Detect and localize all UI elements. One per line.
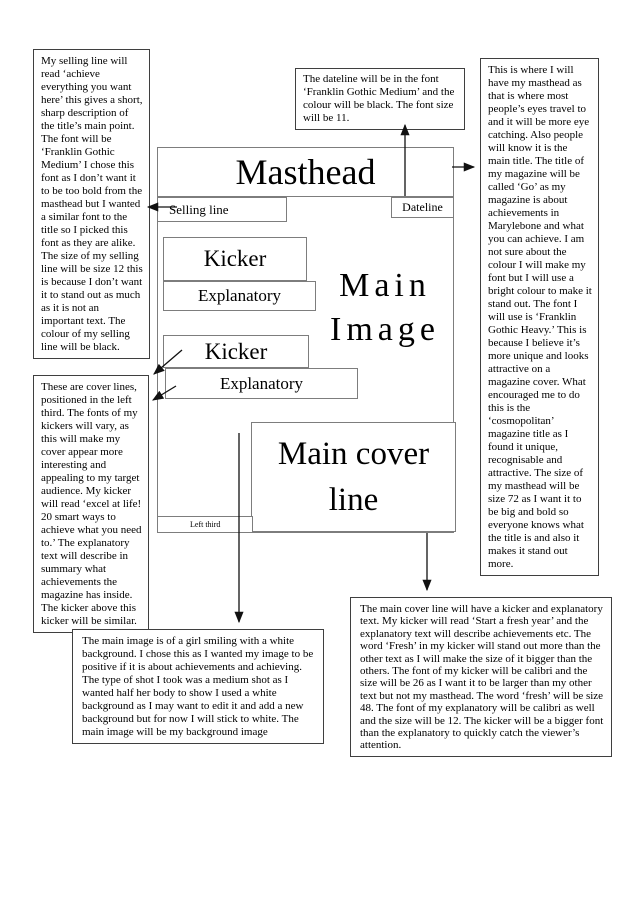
- left-third-strip: Left third: [158, 516, 253, 532]
- masthead-band: Masthead: [158, 148, 453, 197]
- annotation-selling-line: My selling line will read ‘achieve every…: [33, 49, 150, 359]
- explanatory2-box: Explanatory: [165, 368, 358, 399]
- kicker1-box: Kicker: [163, 237, 307, 281]
- kicker2-box: Kicker: [163, 335, 309, 368]
- annotation-masthead: This is where I will have my masthead as…: [480, 58, 599, 576]
- main-image-label-line1: Main: [339, 267, 431, 304]
- annotation-main-cover-line: The main cover line will have a kicker a…: [350, 597, 612, 757]
- main-cover-line-box: Main cover line: [251, 422, 456, 532]
- main-image-label: Main Image: [316, 264, 454, 352]
- annotation-dateline: The dateline will be in the font ‘Frankl…: [295, 68, 465, 130]
- dateline-box: Dateline: [391, 197, 454, 218]
- selling-line-box: Selling line: [157, 197, 287, 222]
- explanatory1-box: Explanatory: [163, 281, 316, 311]
- annotation-cover-lines: These are cover lines, positioned in the…: [33, 375, 149, 633]
- cover-wireframe: Masthead Selling line Dateline Kicker Ex…: [157, 147, 456, 533]
- annotation-main-image: The main image is of a girl smiling with…: [72, 629, 324, 744]
- main-image-label-line2: Image: [330, 311, 440, 348]
